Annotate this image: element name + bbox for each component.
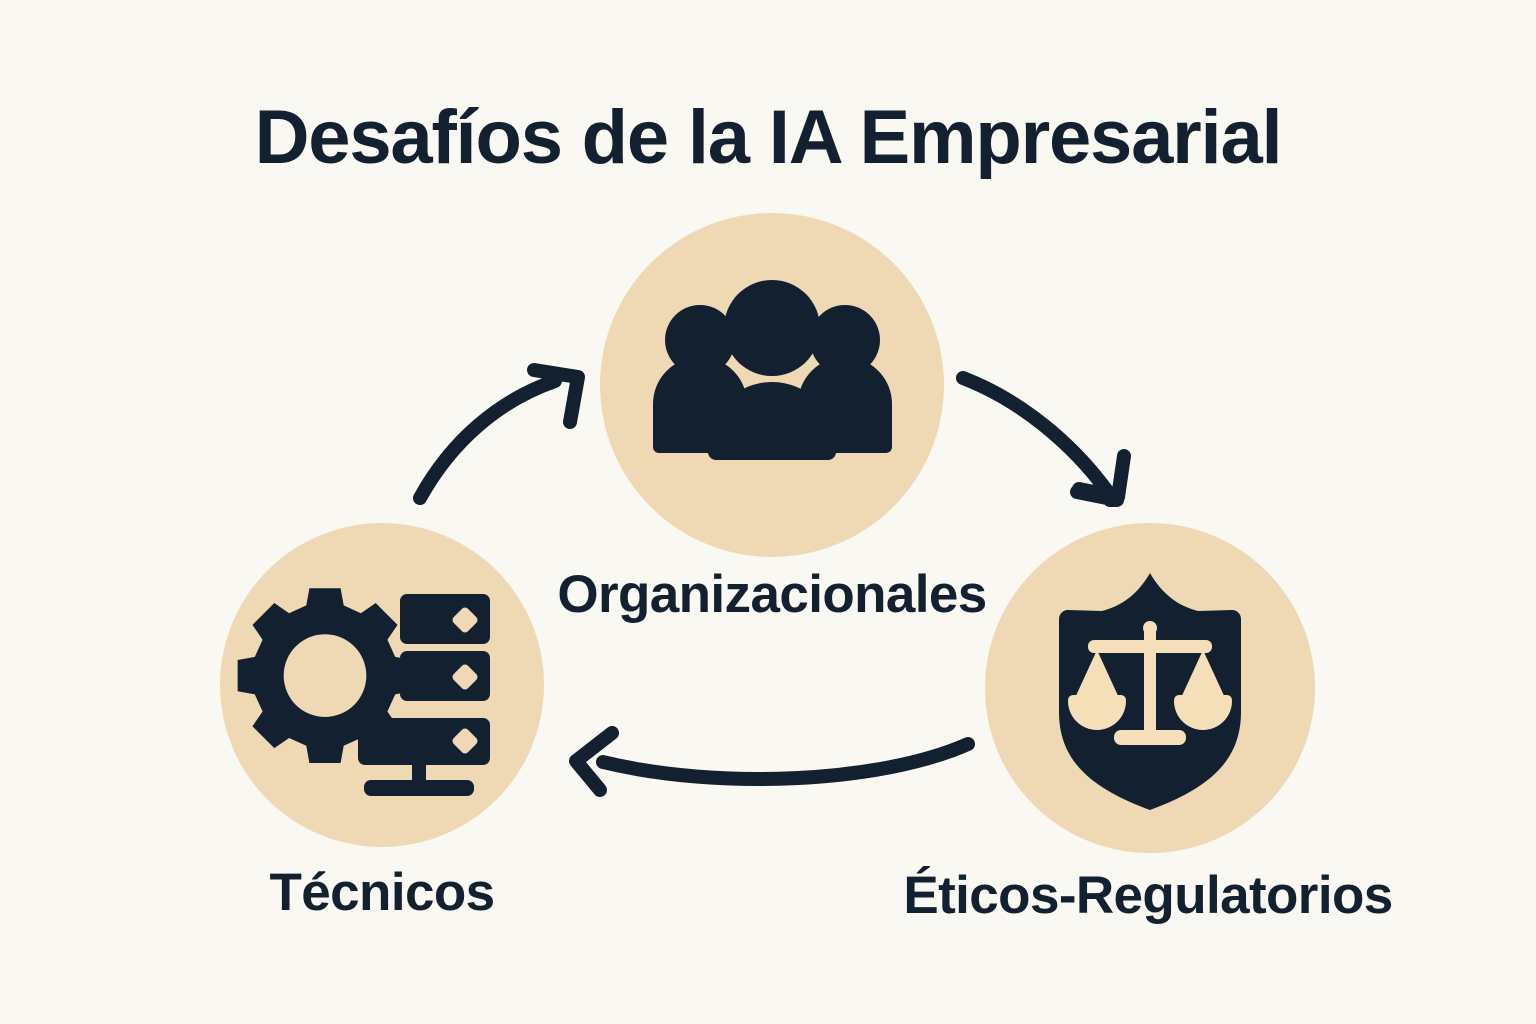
page-title: Desafíos de la IA Empresarial — [255, 95, 1282, 180]
node-organizacionales[interactable]: Organizacionales — [557, 213, 987, 624]
arrow-organizacionales-to-eticos — [956, 371, 1131, 507]
arrow-tecnicos-to-organizacionales — [413, 363, 585, 505]
node-label-organizacionales: Organizacionales — [557, 565, 986, 624]
people-group-icon — [653, 280, 892, 460]
node-tecnicos[interactable]: Técnicos — [220, 523, 544, 922]
arrow-eticos-to-tecnicos — [569, 726, 975, 797]
node-label-tecnicos: Técnicos — [270, 863, 495, 922]
gear-server-icon — [237, 588, 490, 796]
node-eticos-regulatorios[interactable]: Éticos-Regulatorios — [903, 523, 1393, 925]
shield-scales-icon — [1059, 573, 1241, 810]
node-label-eticos-regulatorios: Éticos-Regulatorios — [903, 865, 1392, 925]
